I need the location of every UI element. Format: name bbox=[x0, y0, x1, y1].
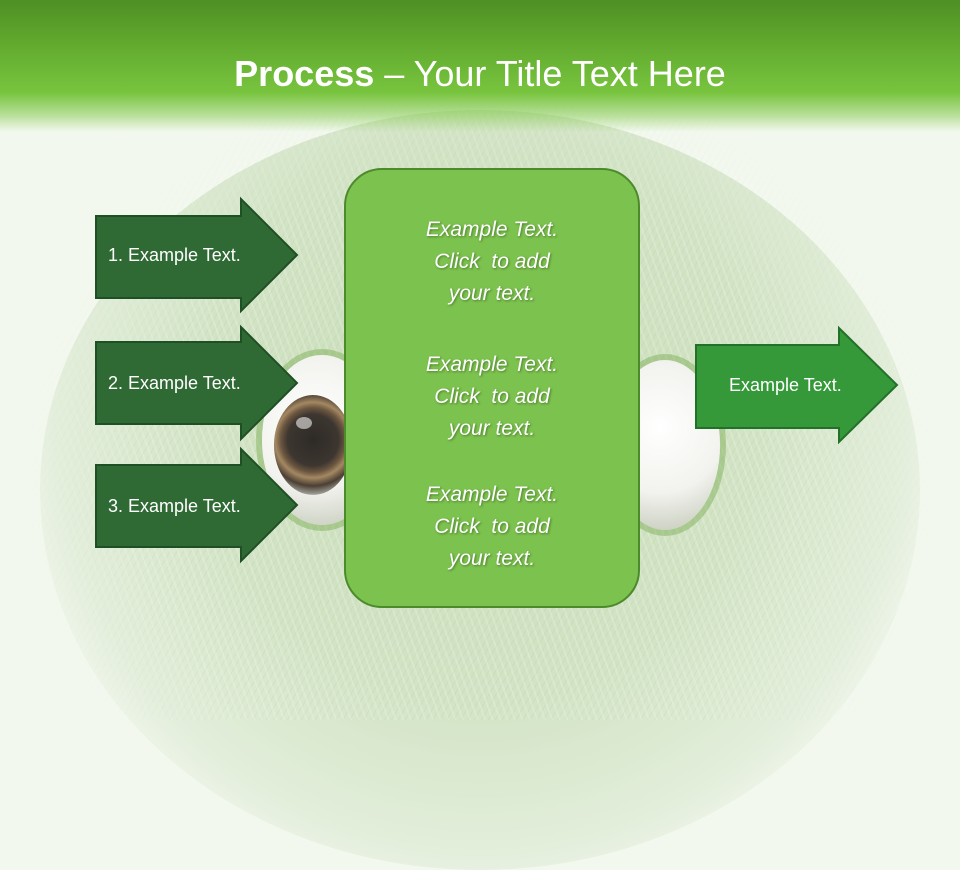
center-text-box[interactable]: Example Text. Click to add your text. Ex… bbox=[344, 168, 640, 608]
process-arrow-3[interactable]: 3. Example Text. bbox=[95, 446, 299, 564]
center-block-2-line-3: your text. bbox=[448, 417, 536, 440]
center-text-block-1[interactable]: Example Text. Click to add your text. bbox=[346, 214, 638, 310]
arrow-label-2: 2. Example Text. bbox=[108, 372, 241, 393]
arrow-label-3: 3. Example Text. bbox=[108, 495, 241, 516]
result-arrow[interactable]: Example Text. bbox=[695, 325, 899, 445]
title-rest-part: – Your Title Text Here bbox=[374, 53, 726, 94]
center-block-3-line-2: Click to add bbox=[434, 515, 550, 538]
center-block-2-line-2: Click to add bbox=[434, 385, 550, 408]
arrow-shape-2 bbox=[95, 324, 299, 442]
background-left-pupil bbox=[274, 395, 352, 495]
center-block-1-line-3: your text. bbox=[448, 282, 536, 305]
center-block-1-line-2: Click to add bbox=[434, 250, 550, 273]
center-block-1-line-1: Example Text. bbox=[425, 218, 559, 241]
result-arrow-label: Example Text. bbox=[729, 374, 842, 395]
center-text-block-2[interactable]: Example Text. Click to add your text. bbox=[346, 349, 638, 445]
arrow-label-1: 1. Example Text. bbox=[108, 244, 241, 265]
result-arrow-shape bbox=[695, 325, 899, 445]
slide-title[interactable]: Process – Your Title Text Here bbox=[0, 52, 960, 96]
process-arrow-1[interactable]: 1. Example Text. bbox=[95, 196, 299, 314]
title-bold-part: Process bbox=[234, 53, 375, 94]
center-block-2-line-1: Example Text. bbox=[425, 353, 559, 376]
center-block-3-line-3: your text. bbox=[448, 547, 536, 570]
arrow-shape-3 bbox=[95, 446, 299, 564]
slide-header-band bbox=[0, 0, 960, 132]
process-arrow-2[interactable]: 2. Example Text. bbox=[95, 324, 299, 442]
arrow-shape-1 bbox=[95, 196, 299, 314]
center-block-3-line-1: Example Text. bbox=[425, 483, 559, 506]
center-text-block-3[interactable]: Example Text. Click to add your text. bbox=[346, 479, 638, 575]
